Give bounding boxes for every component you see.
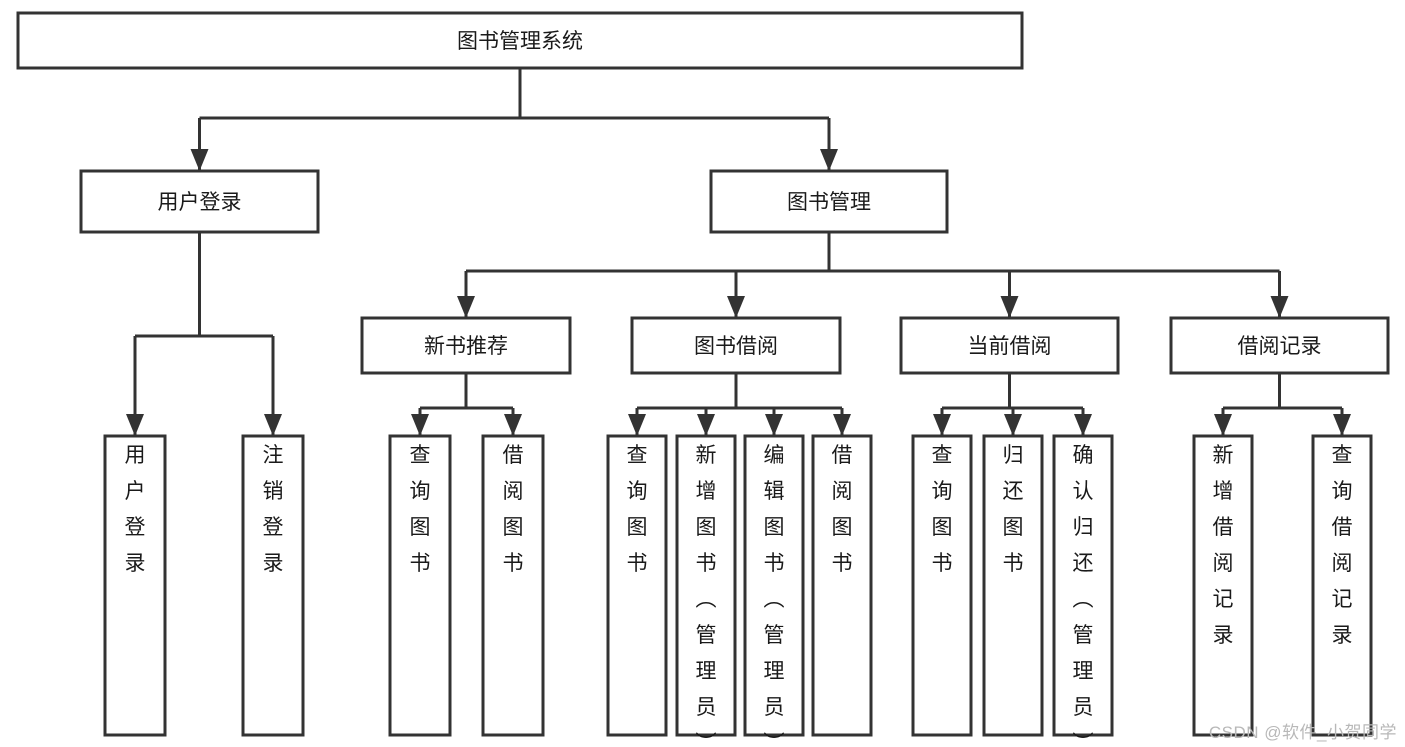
node-label-borrow-book-1: 借阅图书 xyxy=(503,444,524,575)
node-label-current-borrow: 当前借阅 xyxy=(968,335,1052,358)
node-label-book-borrow: 图书借阅 xyxy=(694,335,778,358)
node-label-book-management: 图书管理 xyxy=(787,191,871,214)
arrow-head-icon xyxy=(697,414,715,436)
node-box-book-management xyxy=(709,169,949,234)
node-label-query-book-2: 查询图书 xyxy=(627,444,648,575)
csdn-watermark: CSDN @软件_小贺同学 xyxy=(1208,723,1397,742)
node-box-user-logout xyxy=(241,434,305,737)
nodes-layer: 图书管理系统用户登录用户登录注销登录图书管理新书推荐查询图书借阅图书图书借阅查询… xyxy=(16,11,1390,747)
arrow-head-icon xyxy=(190,149,209,171)
node-box-root xyxy=(16,11,1024,70)
node-borrow-book-2[interactable]: 借阅图书 xyxy=(811,434,873,737)
arrow-head-icon xyxy=(727,296,745,318)
arrow-head-icon xyxy=(833,414,851,436)
node-box-confirm-return-admin xyxy=(1052,434,1114,737)
arrow-head-icon xyxy=(126,414,144,436)
node-box-borrow-book-1 xyxy=(481,434,545,737)
node-query-borrow-record[interactable]: 查询借阅记录 xyxy=(1311,434,1373,737)
arrow-head-icon xyxy=(264,414,282,436)
node-label-query-book-1: 查询图书 xyxy=(410,444,431,575)
node-box-user-login xyxy=(79,169,320,234)
node-label-root: 图书管理系统 xyxy=(457,30,583,53)
arrow-head-icon xyxy=(820,149,838,171)
node-box-edit-book-admin xyxy=(743,434,805,737)
node-label-add-borrow-record: 新增借阅记录 xyxy=(1213,444,1234,647)
node-borrow-book-1[interactable]: 借阅图书 xyxy=(481,434,545,737)
arrow-head-icon xyxy=(1000,296,1019,318)
arrow-head-icon xyxy=(411,414,429,436)
node-current-borrow[interactable]: 当前借阅 xyxy=(899,316,1120,375)
node-add-borrow-record[interactable]: 新增借阅记录 xyxy=(1192,434,1254,737)
arrow-head-icon xyxy=(504,414,522,436)
node-user-login[interactable]: 用户登录 xyxy=(79,169,320,234)
node-label-user-login-do: 用户登录 xyxy=(125,444,146,575)
node-borrow-records[interactable]: 借阅记录 xyxy=(1169,316,1390,375)
node-book-management[interactable]: 图书管理 xyxy=(709,169,949,234)
node-query-book-3[interactable]: 查询图书 xyxy=(911,434,973,737)
node-box-query-book-3 xyxy=(911,434,973,737)
arrow-head-icon xyxy=(765,414,783,436)
node-label-user-logout: 注销登录 xyxy=(263,444,284,575)
node-label-query-borrow-record: 查询借阅记录 xyxy=(1332,444,1353,647)
node-box-user-login-do xyxy=(103,434,167,737)
arrow-head-icon xyxy=(457,296,475,318)
node-box-new-book-recommend xyxy=(360,316,572,375)
node-add-book-admin[interactable]: 新增图书︵管理员︶ xyxy=(675,434,737,747)
node-label-borrow-records: 借阅记录 xyxy=(1238,335,1322,358)
node-label-borrow-book-2: 借阅图书 xyxy=(832,444,853,575)
node-user-logout[interactable]: 注销登录 xyxy=(241,434,305,737)
node-user-login-do[interactable]: 用户登录 xyxy=(103,434,167,737)
node-root[interactable]: 图书管理系统 xyxy=(16,11,1024,70)
node-box-book-borrow xyxy=(630,316,842,375)
arrow-head-icon xyxy=(1333,414,1351,436)
node-box-add-book-admin xyxy=(675,434,737,737)
node-box-query-borrow-record xyxy=(1311,434,1373,737)
node-label-user-login: 用户登录 xyxy=(158,191,242,214)
node-box-query-book-2 xyxy=(606,434,668,737)
node-query-book-2[interactable]: 查询图书 xyxy=(606,434,668,737)
node-box-current-borrow xyxy=(899,316,1120,375)
node-label-new-book-recommend: 新书推荐 xyxy=(424,335,508,358)
node-box-add-borrow-record xyxy=(1192,434,1254,737)
arrow-head-icon xyxy=(1270,296,1289,318)
node-label-return-book: 归还图书 xyxy=(1003,444,1024,575)
node-book-borrow[interactable]: 图书借阅 xyxy=(630,316,842,375)
node-label-confirm-return-admin: 确认归还︵管理员︶ xyxy=(1073,444,1094,747)
arrow-head-icon xyxy=(1214,414,1232,436)
node-return-book[interactable]: 归还图书 xyxy=(982,434,1044,737)
node-box-borrow-book-2 xyxy=(811,434,873,737)
arrow-head-icon xyxy=(1074,414,1092,436)
node-query-book-1[interactable]: 查询图书 xyxy=(388,434,452,737)
arrow-head-icon xyxy=(933,414,951,436)
arrow-head-icon xyxy=(628,414,646,436)
node-box-return-book xyxy=(982,434,1044,737)
node-label-query-book-3: 查询图书 xyxy=(932,444,953,575)
node-box-borrow-records xyxy=(1169,316,1390,375)
node-label-add-book-admin: 新增图书︵管理员︶ xyxy=(696,444,717,747)
arrow-head-icon xyxy=(1004,414,1022,436)
node-edit-book-admin[interactable]: 编辑图书︵管理员︶ xyxy=(743,434,805,747)
node-new-book-recommend[interactable]: 新书推荐 xyxy=(360,316,572,375)
node-box-query-book-1 xyxy=(388,434,452,737)
connectors-layer xyxy=(126,68,1351,436)
node-label-edit-book-admin: 编辑图书︵管理员︶ xyxy=(764,444,785,747)
node-confirm-return-admin[interactable]: 确认归还︵管理员︶ xyxy=(1052,434,1114,747)
